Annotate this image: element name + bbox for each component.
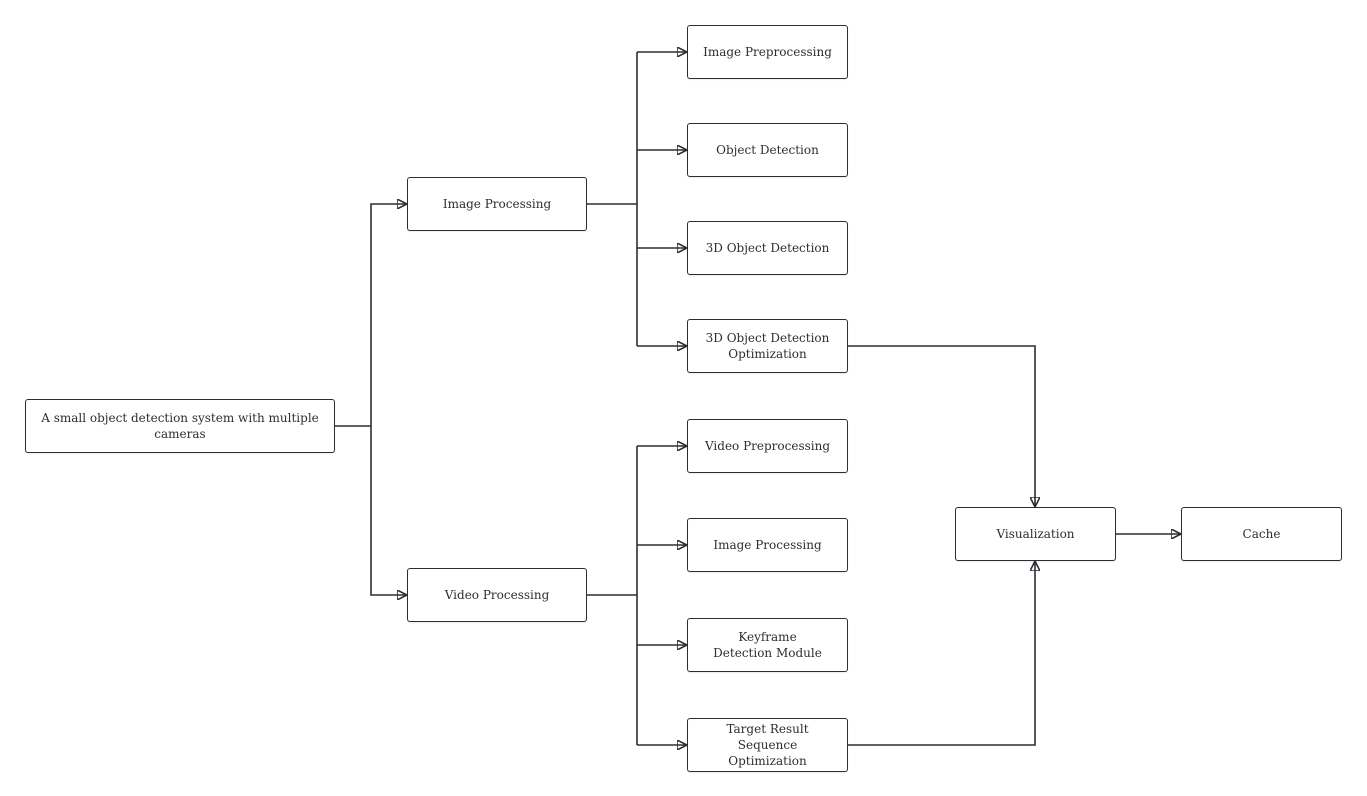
image-preprocessing-node[interactable]: Image Preprocessing (687, 25, 848, 79)
edge-root-to-video-processing (370, 426, 407, 595)
3d-object-detection-optimization-label: 3D Object Detection Optimization (705, 331, 830, 361)
edge-3d-optimization-to-visualization (848, 345, 1035, 507)
target-result-sequence-optimization-node[interactable]: Target Result Sequence Optimization (687, 718, 848, 772)
target-result-sequence-optimization-label: Target Result Sequence Optimization (726, 722, 809, 768)
cache-label: Cache (1242, 527, 1281, 541)
video-preprocessing-node[interactable]: Video Preprocessing (687, 419, 848, 473)
keyframe-detection-module-label: Keyframe Detection Module (713, 630, 822, 660)
3d-object-detection-label: 3D Object Detection (705, 241, 830, 255)
keyframe-detection-module-node[interactable]: Keyframe Detection Module (687, 618, 848, 672)
object-detection-node[interactable]: Object Detection (687, 123, 848, 177)
video-processing-node[interactable]: Video Processing (407, 568, 587, 622)
object-detection-label: Object Detection (716, 143, 819, 157)
video-processing-label: Video Processing (444, 588, 550, 602)
visualization-node[interactable]: Visualization (955, 507, 1116, 561)
video-image-processing-node[interactable]: Image Processing (687, 518, 848, 572)
3d-object-detection-node[interactable]: 3D Object Detection (687, 221, 848, 275)
image-processing-label: Image Processing (442, 197, 552, 211)
visualization-label: Visualization (996, 527, 1075, 541)
cache-node[interactable]: Cache (1181, 507, 1342, 561)
root-node-label: A small object detection system with mul… (41, 411, 319, 441)
image-preprocessing-label: Image Preprocessing (703, 45, 832, 59)
edge-root-to-image-processing (370, 204, 407, 426)
edge-sequence-optimization-to-visualization (848, 561, 1035, 746)
video-image-processing-label: Image Processing (713, 538, 822, 552)
image-processing-node[interactable]: Image Processing (407, 177, 587, 231)
3d-object-detection-optimization-node[interactable]: 3D Object Detection Optimization (687, 319, 848, 373)
root-node[interactable]: A small object detection system with mul… (25, 399, 335, 453)
video-preprocessing-label: Video Preprocessing (704, 439, 831, 453)
